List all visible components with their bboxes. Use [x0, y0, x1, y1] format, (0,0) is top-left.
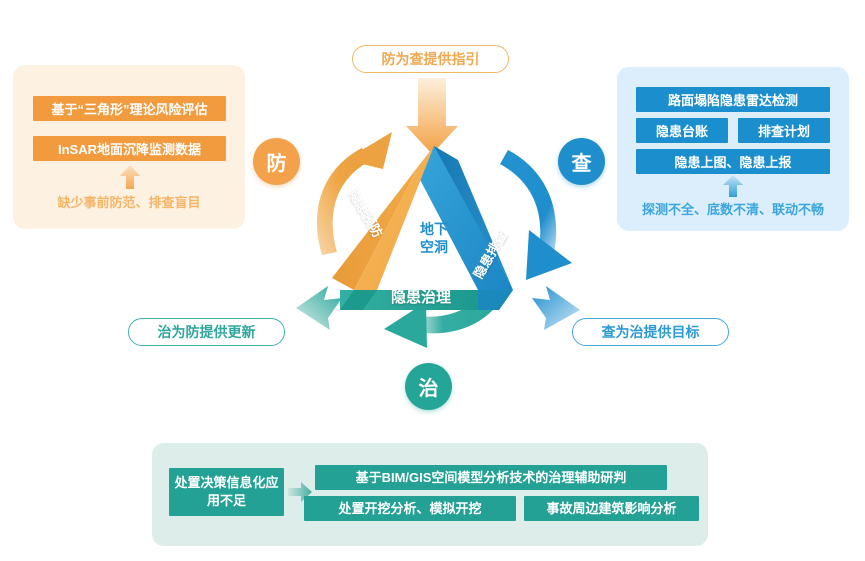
center-label-line2: 空洞 [420, 238, 448, 255]
center-label-line1: 地下 [420, 221, 448, 237]
relation-prevent-to-inspect[interactable]: 防为查提供指引 [352, 45, 509, 73]
prevention-gap-text: 缺少事前防范、排查盲目 [57, 195, 201, 210]
panel-inspection: 路面塌陷隐患雷达检测 隐患台账 排查计划 隐患上图、隐患上报 探测不全、底数不清… [617, 67, 849, 231]
prevention-item-insar-data[interactable]: InSAR地面沉降监测数据 [33, 136, 226, 161]
relation-govern-to-prevent[interactable]: 治为防提供更新 [128, 318, 285, 346]
prevention-item-risk-assessment[interactable]: 基于“三角形”理论风险评估 [33, 96, 226, 121]
governance-gap-text: 处置决策信息化应用不足 [169, 468, 284, 516]
arc-arrow-prevention [316, 132, 392, 255]
triangle-label-governance: 隐患治理 [391, 289, 452, 306]
governance-item-excavation[interactable]: 处置开挖分析、模拟开挖 [304, 496, 516, 521]
badge-inspection[interactable]: 查 [558, 138, 605, 185]
triangle-center-label: 地下 空洞 [396, 221, 472, 256]
arrow-up-icon [120, 165, 140, 189]
inspection-item-radar-detection[interactable]: 路面塌陷隐患雷达检测 [636, 87, 830, 112]
arrow-small-teal-icon [296, 286, 342, 330]
governance-item-bim-gis[interactable]: 基于BIM/GIS空间模型分析技术的治理辅助研判 [315, 465, 667, 490]
inspection-item-upload-report[interactable]: 隐患上图、隐患上报 [636, 149, 830, 174]
arc-arrow-inspection [500, 150, 572, 280]
triangle-prism: 隐患预防 隐患排查 隐患治理 地下 空洞 [318, 138, 550, 320]
inspection-item-ledger[interactable]: 隐患台账 [636, 118, 728, 143]
badge-prevention[interactable]: 防 [253, 138, 300, 185]
arrow-up-icon [723, 175, 743, 197]
relation-inspect-to-govern[interactable]: 查为治提供目标 [572, 318, 729, 346]
inspection-gap-text: 探测不全、底数不清、联动不畅 [641, 202, 824, 217]
inspection-item-plan[interactable]: 排查计划 [738, 118, 830, 143]
arrow-down-icon [406, 78, 458, 154]
panel-prevention: 基于“三角形”理论风险评估 InSAR地面沉降监测数据 缺少事前防范、排查盲目 [13, 65, 245, 229]
panel-governance: 处置决策信息化应用不足 基于BIM/GIS空间模型分析技术的治理辅助研判 处置开… [152, 443, 708, 546]
badge-governance[interactable]: 治 [405, 363, 452, 410]
governance-item-building-impact[interactable]: 事故周边建筑影响分析 [524, 496, 699, 521]
arrow-small-blue-icon [532, 286, 580, 330]
